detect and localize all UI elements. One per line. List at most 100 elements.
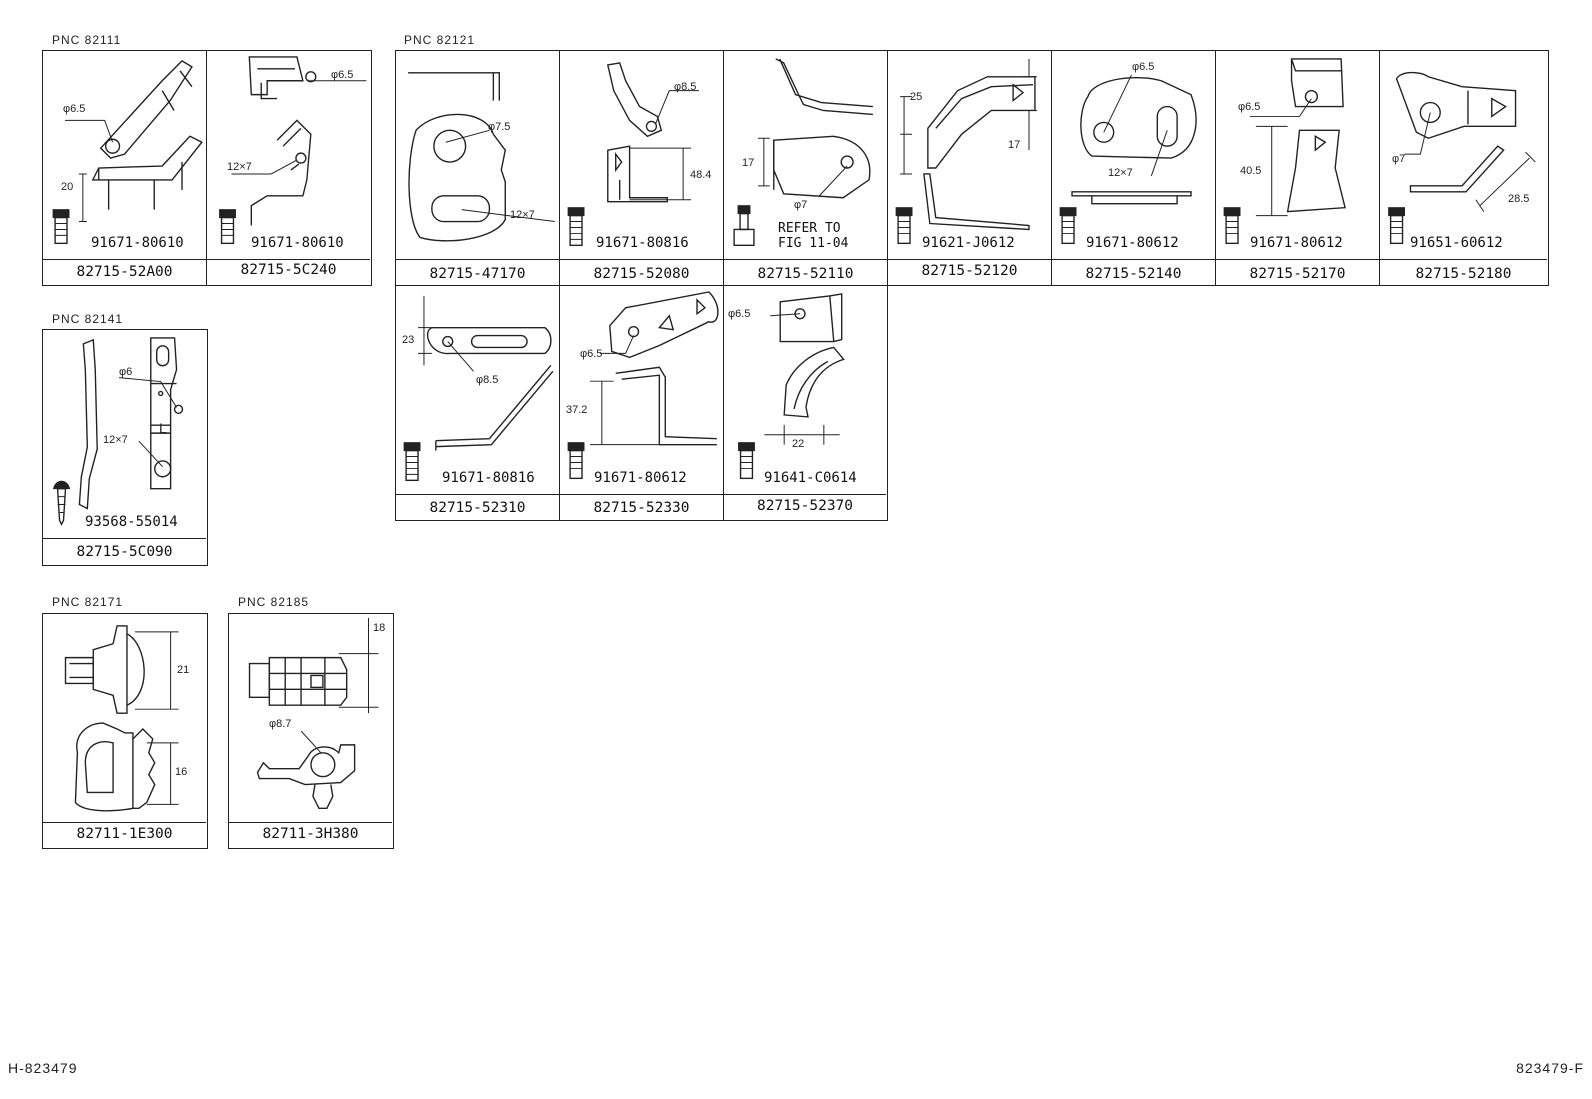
dim-label: 37.2	[566, 404, 588, 416]
part-cell-82715-52080[interactable]: φ8.5 48.4 91671-80816 82715-52080	[560, 51, 724, 285]
refer-line: FIG 11-04	[778, 236, 849, 251]
part-cell-82715-52110[interactable]: 17 φ7 REFER TO FIG 11-04 82715-52110	[724, 51, 888, 285]
part-number: 82715-52310	[429, 500, 526, 516]
part-number: 82711-1E300	[76, 826, 173, 842]
dim-label: 17	[742, 157, 755, 169]
dim-label: φ6.5	[728, 308, 751, 320]
cell-divider	[888, 259, 1051, 260]
dim-label: 48.4	[690, 169, 712, 181]
cell-divider	[1052, 259, 1215, 260]
bolt-number: 91641-C0614	[764, 470, 857, 486]
cell-divider	[43, 822, 206, 823]
bolt-number: 91671-80612	[1250, 235, 1343, 251]
part-cell-82715-5C240[interactable]: φ6.5 12×7 91671-80610 82715-5C240	[207, 51, 370, 285]
dim-label: 12×7	[1108, 167, 1133, 179]
part-number: 82715-52A00	[76, 264, 173, 280]
cell-divider	[560, 494, 723, 495]
cell-divider	[1216, 259, 1379, 260]
part-cell-82715-52310[interactable]: 23 φ8.5 91671-80816 82715-52310	[396, 286, 560, 520]
dim-label: 40.5	[1240, 165, 1262, 177]
bracket-drawing	[1388, 71, 1536, 245]
bracket-drawing	[52, 60, 203, 245]
part-number: 82711-3H380	[262, 826, 359, 842]
bracket-drawing	[567, 62, 700, 247]
bracket-drawing	[219, 56, 367, 245]
part-number: 82715-52080	[593, 266, 690, 282]
part-cell-82715-52370[interactable]: φ6.5 22 91641-C0614 82715-52370	[724, 286, 886, 520]
group-82111: φ6.5 20 91671-80610 82715-52A00 φ6.5 12×…	[42, 50, 372, 286]
dim-label: 22	[792, 438, 805, 450]
cell-divider	[724, 259, 887, 260]
bolt-number: 91671-80816	[442, 470, 535, 486]
dim-label: 16	[175, 766, 188, 778]
group-82185: 18 φ8.7 82711-3H380	[228, 613, 394, 849]
part-cell-82711-3H380[interactable]: 18 φ8.7 82711-3H380	[229, 614, 392, 848]
dim-label: 23	[402, 334, 415, 346]
part-number: 82715-52330	[593, 500, 690, 516]
part-cell-82715-52120[interactable]: 25 17 91621-J0612 82715-52120	[888, 51, 1052, 285]
cell-divider	[560, 259, 723, 260]
part-number: 82715-52180	[1415, 266, 1512, 282]
bracket-drawing	[567, 291, 719, 480]
dim-label: φ6.5	[63, 103, 86, 115]
bolt-number: 91671-80612	[594, 470, 687, 486]
part-cell-82715-5C090[interactable]: φ6 L 12×7 93568-55014 82715-5C090	[43, 330, 206, 565]
cell-divider	[43, 259, 206, 260]
part-number: 82715-52170	[1249, 266, 1346, 282]
cell-divider	[396, 259, 559, 260]
bolt-number: 91671-80816	[596, 235, 689, 251]
bracket-drawing	[1223, 58, 1346, 245]
clip-drawing	[64, 625, 179, 812]
bracket-drawing	[738, 293, 845, 480]
group-82171: 21 16 82711-1E300	[42, 613, 208, 849]
dim-label: φ8.5	[476, 374, 499, 386]
part-number: 82715-52120	[921, 263, 1018, 279]
dim-label: 18	[373, 622, 386, 634]
cell-divider	[229, 822, 392, 823]
dim-label: 20	[61, 181, 74, 193]
cell-divider	[724, 494, 886, 495]
bolt-number: 91651-60612	[1410, 235, 1503, 251]
illustration-code: 823479-F	[1516, 1060, 1584, 1076]
part-number: 82715-52110	[757, 266, 854, 282]
illustration-number: H-823479	[8, 1060, 78, 1076]
bolt-number: 91671-80610	[91, 235, 184, 251]
dim-label: φ8.5	[674, 81, 697, 93]
dim-label: 21	[177, 664, 190, 676]
dim-label: 28.5	[1508, 193, 1530, 205]
side-mark: L	[159, 420, 167, 436]
dim-label: 17	[1008, 139, 1021, 151]
cell-divider	[1380, 259, 1547, 260]
part-number: 82715-5C090	[76, 544, 173, 560]
part-cell-82715-52330[interactable]: φ6.5 37.2 91671-80612 82715-52330	[560, 286, 724, 520]
part-cell-82715-52180[interactable]: φ7 28.5 91651-60612 82715-52180	[1380, 51, 1547, 285]
dim-label: φ6	[119, 366, 133, 378]
dim-label: φ6.5	[1238, 101, 1261, 113]
refer-line: REFER TO	[778, 221, 841, 236]
bracket-drawing	[733, 58, 873, 247]
dim-label: φ8.7	[269, 718, 292, 730]
bracket-drawing	[1059, 74, 1197, 245]
part-cell-82715-47170[interactable]: φ7.5 12×7 82715-47170	[396, 51, 560, 285]
dim-label: 12×7	[510, 209, 535, 221]
pnc-label-82121: PNC 82121	[404, 33, 476, 47]
group-82121-row2: 23 φ8.5 91671-80816 82715-52310 φ6.5 37.…	[395, 285, 888, 521]
dim-label: 25	[910, 91, 923, 103]
refer-note: REFER TO FIG 11-04	[778, 221, 848, 251]
part-cell-82715-52140[interactable]: φ6.5 12×7 91671-80612 82715-52140	[1052, 51, 1216, 285]
part-cell-82715-52A00[interactable]: φ6.5 20 91671-80610 82715-52A00	[43, 51, 207, 285]
dim-label: 12×7	[103, 434, 128, 446]
pnc-label-82111: PNC 82111	[52, 33, 122, 47]
cell-divider	[43, 538, 206, 539]
bracket-drawing	[408, 72, 555, 242]
pnc-label-82185: PNC 82185	[238, 595, 310, 609]
cell-divider	[396, 494, 559, 495]
dim-label: φ7.5	[488, 121, 511, 133]
part-cell-82715-52170[interactable]: φ6.5 40.5 91671-80612 82715-52170	[1216, 51, 1380, 285]
dim-label: φ6.5	[580, 348, 603, 360]
clip-drawing	[248, 617, 379, 810]
bracket-drawing	[403, 295, 554, 482]
part-cell-82711-1E300[interactable]: 21 16 82711-1E300	[43, 614, 206, 848]
bolt-number: 91671-80612	[1086, 235, 1179, 251]
group-82141: φ6 L 12×7 93568-55014 82715-5C090	[42, 329, 208, 566]
